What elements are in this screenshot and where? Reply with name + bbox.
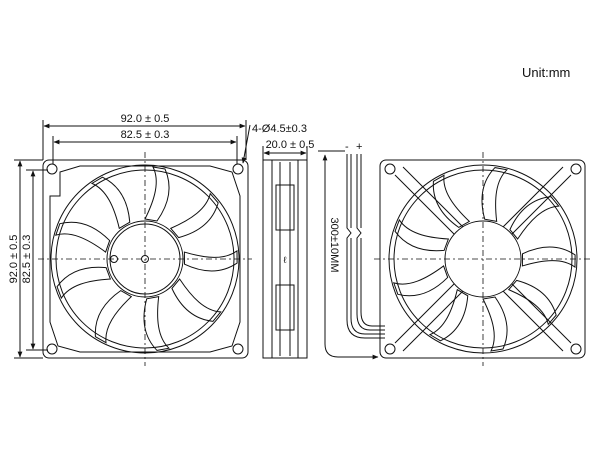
cable: - + 300±10MM — [318, 141, 385, 360]
mounting-holes-label: 4-Ø4.5±0.3 — [252, 123, 307, 135]
front-view — [38, 152, 252, 366]
unit-label: Unit:mm — [522, 65, 570, 80]
hole-spacing-height-label: 82.5 ± 0.3 — [21, 235, 33, 284]
back-view — [374, 152, 590, 366]
hole-spacing-width-label: 82.5 ± 0.3 — [121, 129, 170, 141]
side-view: ℓ 20.0 ± 0.5 — [262, 139, 315, 359]
svg-text:ℓ: ℓ — [284, 255, 288, 265]
overall-width-label: 92.0 ± 0.5 — [121, 113, 170, 125]
cable-length-label: 300±10MM — [328, 218, 340, 273]
front-dimensions: 92.0 ± 0.5 82.5 ± 0.3 92.0 ± 0.5 82.5 ± … — [8, 113, 307, 359]
overall-height-label: 92.0 ± 0.5 — [8, 235, 20, 284]
positive-lead-label: + — [356, 141, 362, 153]
negative-lead-label: - — [345, 141, 349, 153]
thickness-label: 20.0 ± 0.5 — [266, 139, 315, 151]
